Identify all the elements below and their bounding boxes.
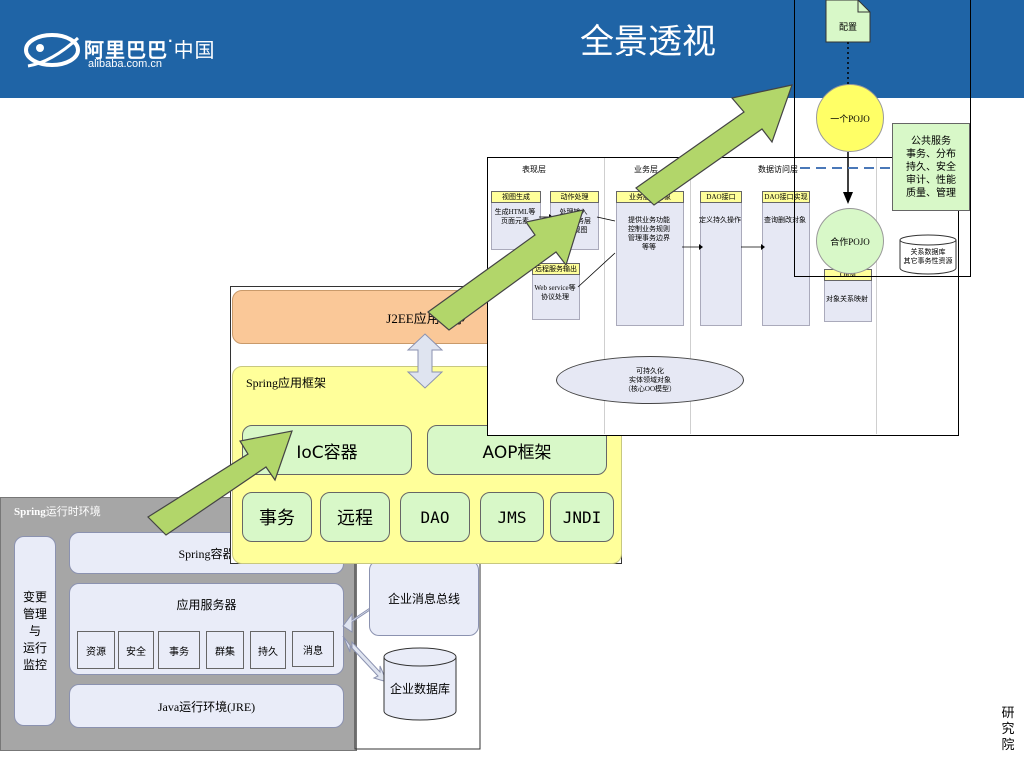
logo-cn: 阿里巴巴 xyxy=(84,38,168,62)
dao-interface-text: 定义持久操作 xyxy=(699,216,741,224)
double-arrow-icon xyxy=(406,333,444,389)
module-remoting: 远程 xyxy=(320,492,390,542)
logo-region: 中国 xyxy=(173,38,216,62)
app-server-label: 应用服务器 xyxy=(176,598,237,612)
service-text: 提供业务功能 控制业务规则 管理事务边界 等等 xyxy=(628,216,670,251)
domain-object-ellipse: 可持久化 实体领域对象 （核心OO模型） xyxy=(556,356,744,404)
spring-framework-label: Spring应用框架 xyxy=(246,376,327,390)
column-business: 业务层 xyxy=(634,165,658,174)
enterprise-database-icon xyxy=(383,647,457,721)
alibaba-logo-icon xyxy=(24,33,80,68)
view-tag: 视图生成 xyxy=(491,191,541,203)
service-security: 安全 xyxy=(118,631,154,669)
remote-text: Web service等 协议处理 xyxy=(534,284,576,301)
relational-db-label: 关系数据库 其它事务性资源 xyxy=(903,248,953,265)
column-data-access: 数据访问层 xyxy=(758,165,798,174)
column-separator xyxy=(604,158,605,434)
pojo-circle: 一个POJO xyxy=(816,84,884,152)
column-presentation: 表现层 xyxy=(522,165,546,174)
runtime-title-bold: Spring xyxy=(14,506,46,518)
message-bus: 企业消息总线 xyxy=(369,560,479,636)
enterprise-database-label: 企业数据库 xyxy=(389,681,450,696)
jre-box: Java运行环境(JRE) xyxy=(69,684,344,728)
config-label: 配置 xyxy=(838,22,857,32)
module-jndi: JNDI xyxy=(550,492,614,542)
relational-db-icon xyxy=(899,234,957,275)
module-transaction: 事务 xyxy=(242,492,312,542)
logo-url: alibaba.com.cn xyxy=(88,58,162,70)
action-tag: 动作处理 xyxy=(550,191,599,203)
runtime-title: Spring运行时环境 xyxy=(14,503,101,519)
service-message: 消息 xyxy=(292,631,334,667)
column-separator xyxy=(876,158,877,434)
pojo-frame xyxy=(794,0,971,277)
dao-interface-box xyxy=(700,192,742,326)
logo-text: 阿里巴巴·中国 xyxy=(84,34,216,62)
column-separator xyxy=(690,158,691,434)
service-cluster: 群集 xyxy=(206,631,244,669)
module-jms: JMS xyxy=(480,492,544,542)
pojo-connectors xyxy=(843,42,853,204)
view-text: 生成HTML等 页面元素 xyxy=(494,208,536,225)
config-document-icon xyxy=(825,0,871,43)
service-transaction: 事务 xyxy=(158,631,200,669)
corner-label: 研 究 院 xyxy=(1001,706,1015,753)
dao-impl-box xyxy=(762,192,810,326)
module-dao: DAO xyxy=(400,492,470,542)
change-management-pill: 变更 管理 与 运行 监控 xyxy=(14,536,56,726)
cooperating-pojo-circle: 合作POJO xyxy=(816,208,884,274)
service-persistence: 持久 xyxy=(250,631,286,669)
runtime-title-rest: 运行时环境 xyxy=(45,506,101,518)
dao-impl-tag: DAO接口实现 xyxy=(762,191,810,203)
dao-impl-text: 查询删改对象 xyxy=(764,216,806,224)
orm-text: 对象关系映射 xyxy=(826,295,868,303)
page-title: 全景透视 xyxy=(580,22,716,62)
common-services-note: 公共服务 事务、分布 持久、安全 审计、性能 质量、管理 xyxy=(892,123,970,211)
service-resource: 资源 xyxy=(77,631,115,669)
remote-tag: 远程服务输出 xyxy=(532,263,580,275)
dao-interface-tag: DAO接口 xyxy=(700,191,742,203)
service-box xyxy=(616,192,684,326)
